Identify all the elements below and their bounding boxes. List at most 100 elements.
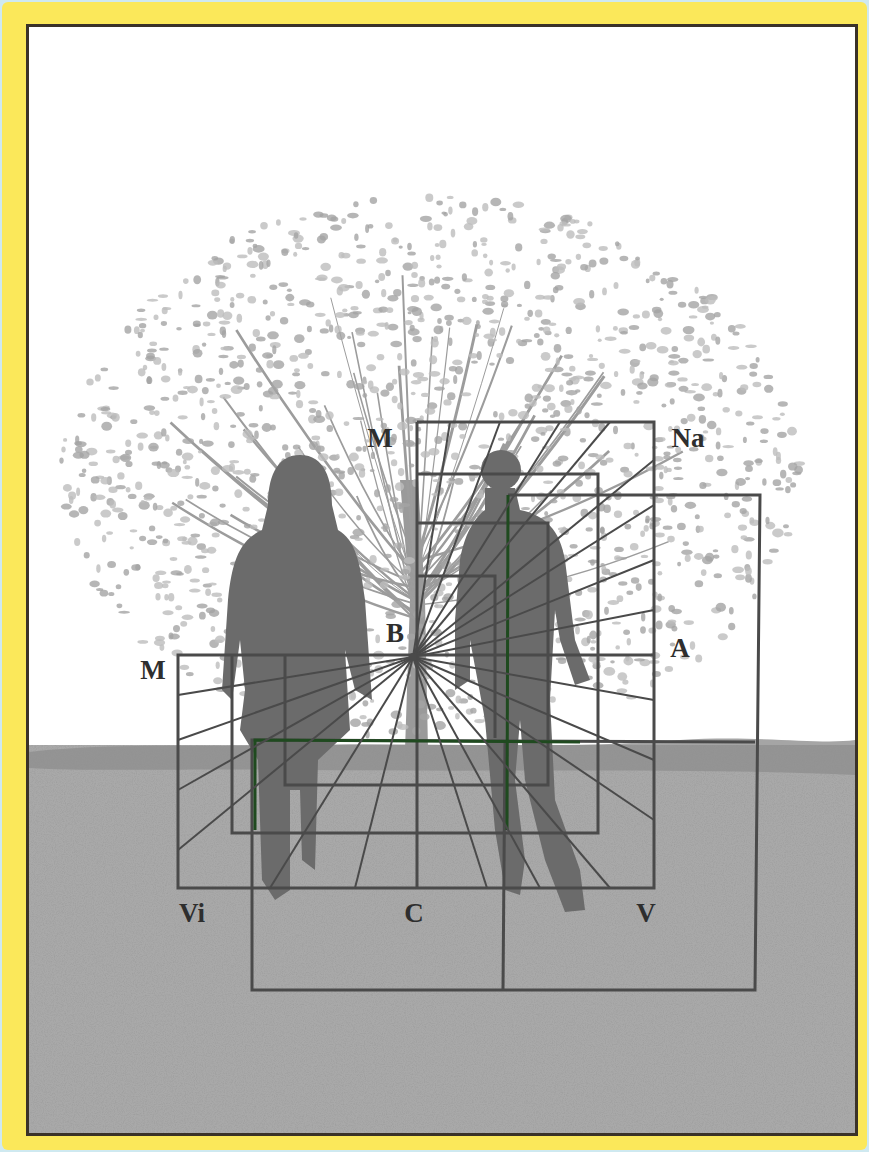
- tree-leaf: [451, 229, 456, 238]
- tree-leaf: [229, 463, 235, 472]
- tree-leaf: [549, 696, 555, 702]
- tree-leaf: [699, 482, 706, 489]
- tree-leaf: [315, 313, 326, 317]
- tree-leaf: [760, 439, 768, 443]
- tree-leaf: [506, 357, 514, 364]
- tree-leaf: [540, 239, 547, 244]
- tree-leaf: [162, 583, 169, 588]
- tree-leaf: [418, 318, 425, 322]
- ray-line: [413, 460, 654, 657]
- tree-leaf: [717, 455, 724, 461]
- tree-leaf: [108, 592, 114, 596]
- tree-leaf: [641, 555, 648, 558]
- tree-leaf: [353, 311, 362, 315]
- tree-leaf: [752, 594, 756, 600]
- tree-leaf: [207, 311, 218, 320]
- tree-leaf: [384, 554, 392, 558]
- tree-leaf: [206, 378, 215, 382]
- tree-leaf: [162, 539, 170, 546]
- tree-leaf: [403, 440, 415, 447]
- tree-leaf: [585, 371, 596, 376]
- tree-leaf: [691, 383, 699, 386]
- tree-leaf: [230, 302, 235, 308]
- tree-leaf: [202, 342, 206, 346]
- tree-leaf: [272, 345, 276, 354]
- tree-leaf: [650, 374, 659, 381]
- tree-leaf: [211, 290, 219, 297]
- tree-leaf: [702, 556, 713, 564]
- tree-leaf: [399, 575, 411, 580]
- tree-leaf: [518, 411, 529, 419]
- tree-leaf: [764, 375, 774, 379]
- tree-leaf: [459, 202, 466, 209]
- tree-leaf: [317, 235, 326, 243]
- tree-leaf: [705, 313, 715, 321]
- point-label: Vi: [179, 900, 205, 927]
- tree-leaf: [344, 421, 350, 426]
- tree-leaf: [750, 363, 758, 369]
- tree-leaf: [337, 371, 342, 378]
- tree-leaf: [91, 476, 100, 483]
- tree-leaf: [368, 381, 374, 390]
- tree-leaf: [644, 525, 649, 532]
- tree-leaf: [716, 469, 727, 477]
- tree-leaf: [347, 467, 354, 475]
- tree-leaf: [100, 477, 110, 485]
- grass-texture: [29, 745, 855, 1133]
- tree-leaf: [716, 603, 726, 612]
- tree-leaf: [640, 626, 646, 633]
- tree-leaf: [435, 243, 440, 247]
- tree-leaf: [752, 415, 763, 419]
- tree-leaf: [411, 295, 419, 302]
- tree-leaf: [259, 261, 264, 270]
- tree-leaf: [586, 527, 593, 531]
- tree-leaf: [76, 488, 80, 497]
- tree-leaf: [544, 384, 555, 392]
- tree-leaf: [539, 228, 550, 232]
- tree-leaf: [199, 482, 210, 490]
- tree-leaf: [182, 541, 192, 545]
- tree-leaf: [75, 441, 87, 447]
- tree-leaf: [311, 436, 320, 441]
- tree-leaf: [674, 467, 682, 470]
- tree-leaf: [161, 376, 171, 383]
- tree-leaf: [777, 432, 787, 438]
- tree-leaf: [434, 326, 444, 335]
- tree-leaf: [599, 258, 608, 265]
- tree-leaf: [427, 222, 432, 230]
- tree-leaf: [473, 241, 477, 248]
- tree-leaf: [677, 562, 681, 567]
- tree-leaf: [564, 354, 574, 359]
- tree-leaf: [446, 320, 452, 326]
- tree-leaf: [642, 310, 650, 318]
- tree-leaf: [437, 318, 442, 324]
- tree-leaf: [247, 296, 256, 303]
- tree-leaf: [206, 607, 215, 613]
- tree-leaf: [59, 458, 63, 464]
- tree-leaf: [138, 332, 143, 339]
- tree-leaf: [194, 324, 201, 327]
- tree-leaf: [405, 417, 416, 424]
- tree-leaf: [633, 360, 641, 364]
- tree-leaf: [425, 407, 436, 414]
- tree-leaf: [233, 377, 244, 385]
- tree-leaf: [162, 363, 167, 371]
- tree-leaf: [280, 317, 288, 325]
- tree-leaf: [383, 523, 388, 532]
- tree-leaf: [521, 507, 530, 510]
- tree-leaf: [130, 529, 138, 532]
- tree-leaf: [359, 469, 365, 478]
- tree-leaf: [106, 531, 113, 535]
- tree-leaf: [420, 415, 424, 420]
- tree-leaf: [787, 427, 797, 436]
- tree-leaf: [610, 660, 615, 663]
- tree-leaf: [684, 335, 695, 342]
- tree-leaf: [407, 251, 416, 255]
- tree-leaf: [270, 311, 275, 316]
- tree-leaf: [653, 271, 660, 275]
- tree-leaf: [302, 247, 309, 250]
- tree-leaf: [126, 487, 131, 492]
- tree-leaf: [487, 296, 494, 301]
- tree-leaf: [524, 281, 530, 289]
- tree-leaf: [599, 363, 605, 369]
